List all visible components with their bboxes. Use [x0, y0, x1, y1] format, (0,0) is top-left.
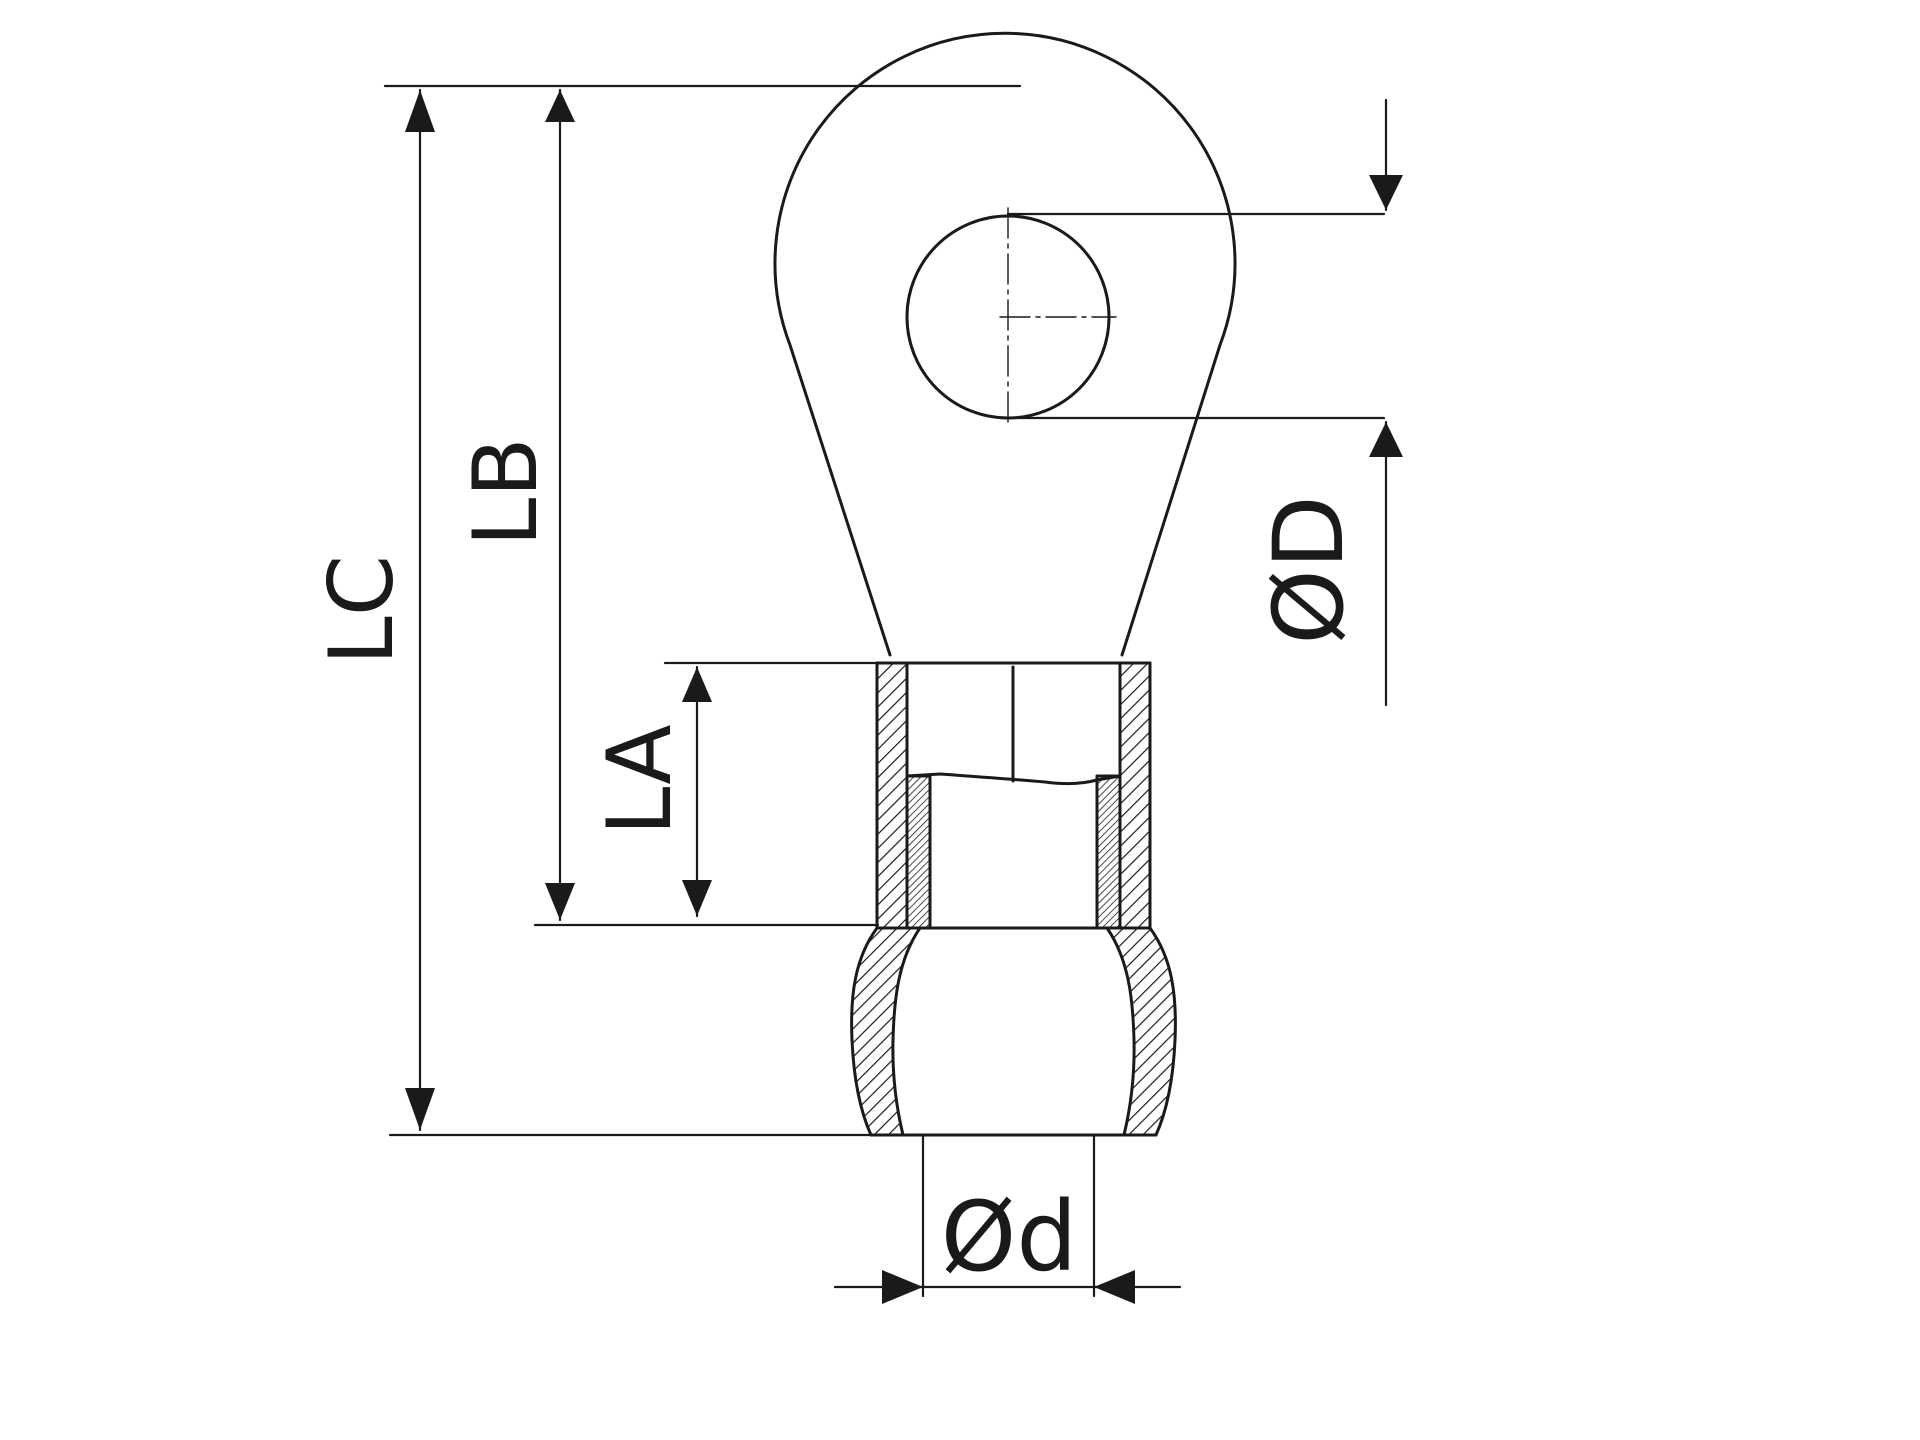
d-arrow-left: [882, 1270, 923, 1304]
barrel-wall-left: [905, 774, 932, 930]
lb-arrow-bottom: [545, 883, 575, 920]
lc-arrow-top: [405, 90, 435, 132]
d-arrow-right: [1094, 1270, 1135, 1304]
sleeve-bulge-right: [1105, 926, 1177, 1137]
la-arrow-top: [682, 667, 712, 702]
hole-arrow-bottom: [1369, 422, 1403, 457]
label-la: LA: [588, 724, 691, 835]
label-lb: LB: [454, 437, 557, 546]
ring-outline: [773, 31, 1237, 657]
label-lc: LC: [310, 555, 413, 665]
sleeve-wall-right: [1118, 661, 1152, 930]
la-arrow-bottom: [682, 880, 712, 916]
label-barrel-diameter: Ød: [941, 1181, 1078, 1293]
barrel-wall-right: [1095, 774, 1122, 930]
sleeve-wall-left: [875, 661, 909, 930]
sleeve-bulge-left: [850, 926, 922, 1137]
label-hole-diameter: ØD: [1253, 495, 1365, 644]
lc-arrow-bottom: [405, 1088, 435, 1130]
lb-arrow-top: [545, 90, 575, 122]
hole-arrow-top: [1369, 175, 1403, 210]
barrel-top-edge: [905, 772, 1122, 786]
